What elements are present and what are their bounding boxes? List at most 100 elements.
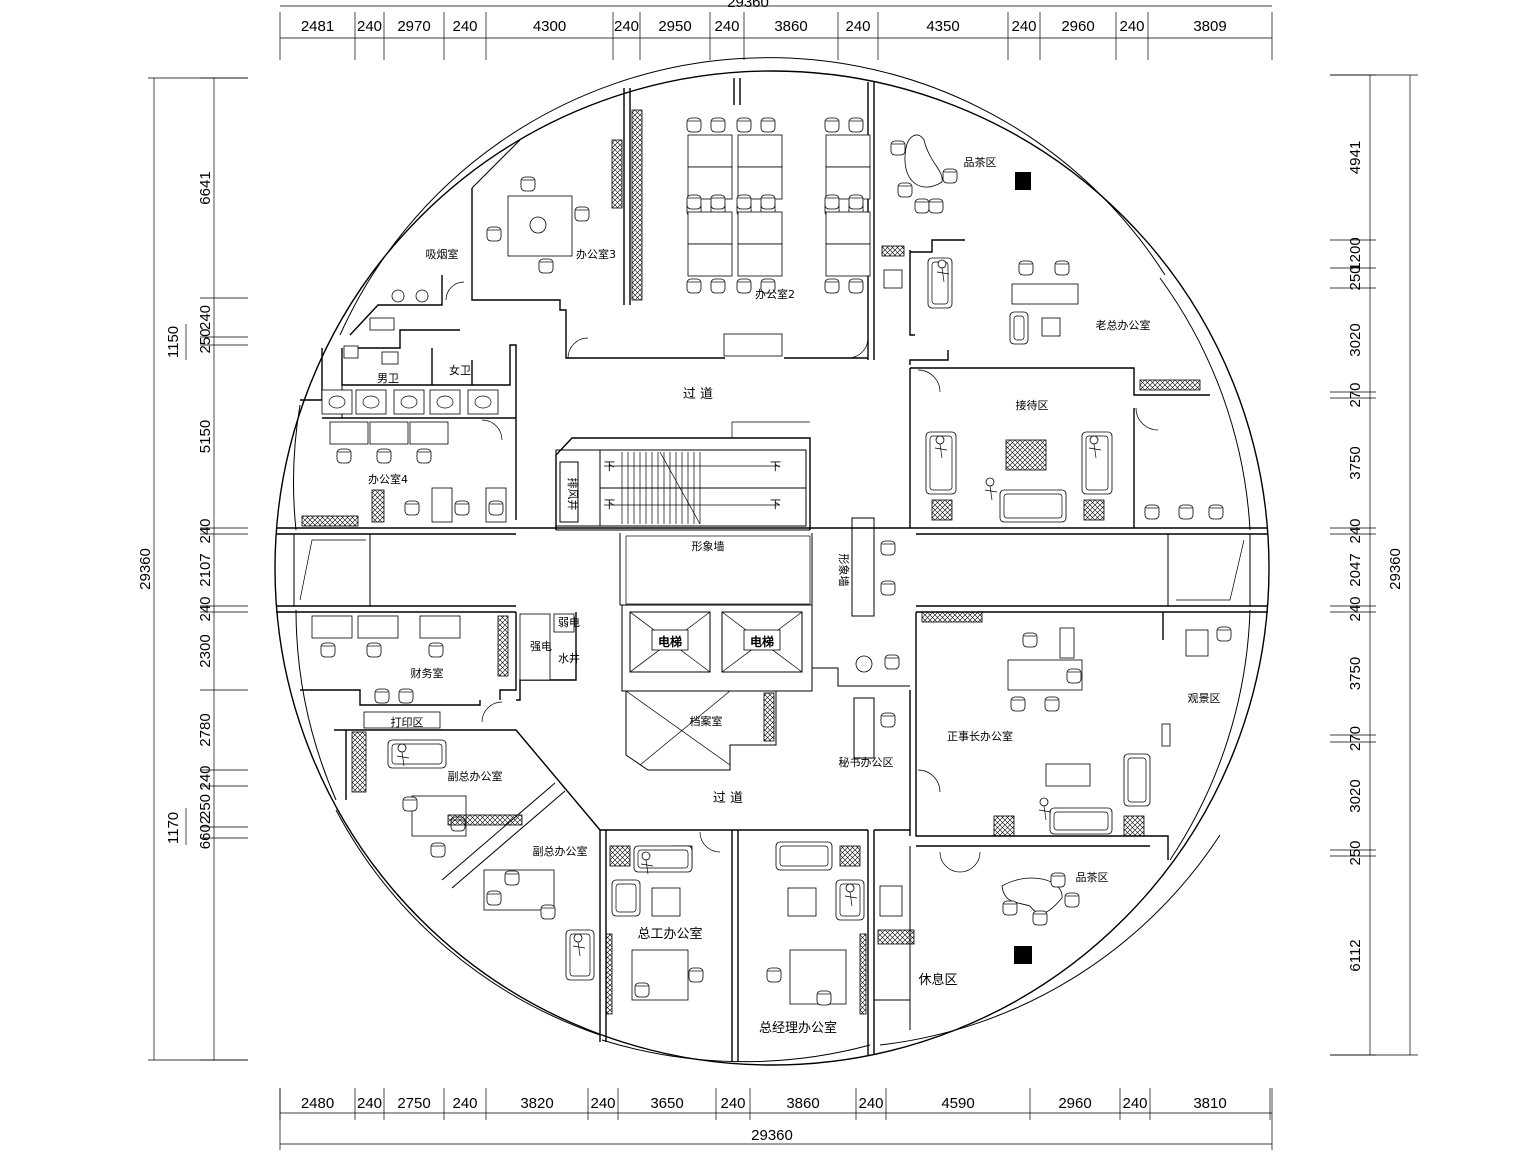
elevator-b-label: 电梯: [750, 634, 774, 649]
stair-up-label-1: 下: [604, 498, 615, 511]
toilet-stall-icon: [393, 389, 425, 415]
weak-power-label: 弱电: [558, 616, 580, 629]
right-dim-label: 3750: [1347, 446, 1364, 479]
chair-icon: [486, 226, 502, 242]
desk-icon: [357, 615, 399, 639]
desk-icon: [825, 211, 871, 245]
smoke-shaft-label: 排风井: [566, 478, 580, 511]
right-dim-label: 240: [1347, 596, 1364, 621]
chair-icon: [736, 117, 752, 133]
chair-icon: [928, 198, 944, 214]
chair-icon: [416, 448, 432, 464]
chair-icon: [1010, 696, 1026, 712]
cabinet-icon: [881, 245, 905, 257]
bottom-dim-label: 240: [357, 1095, 382, 1112]
desk-icon: [687, 243, 733, 277]
stair-down-label-1: 下: [604, 460, 615, 473]
chair-icon: [736, 278, 752, 294]
door-swing: [917, 369, 941, 393]
chair-icon: [1178, 504, 1194, 520]
archive-label: 档案室: [690, 714, 723, 728]
cabinet-icon: [301, 515, 359, 527]
vp-office-1-label: 副总办公室: [448, 769, 503, 783]
chair-icon: [634, 982, 650, 998]
chair-icon: [320, 642, 336, 658]
left-sub-dim-2: 1170: [165, 812, 182, 844]
chair-icon: [760, 117, 776, 133]
person-icon: [396, 743, 410, 767]
sofa-icon: [1049, 807, 1113, 835]
door-swing: [917, 769, 941, 793]
counter-icon: [369, 317, 395, 331]
strong-power-label: 强电: [530, 640, 552, 653]
chair-icon: [880, 540, 896, 556]
toilet-icon: [879, 885, 903, 917]
desk-icon: [311, 615, 353, 639]
bottom-dim-label: 2960: [1058, 1095, 1091, 1112]
cabinet-icon: [631, 109, 643, 301]
cabinet-icon: [921, 611, 983, 623]
chair-icon: [942, 168, 958, 184]
chair-icon: [504, 870, 520, 886]
rest-area-label: 休息区: [918, 972, 957, 988]
chair-icon: [1054, 260, 1070, 276]
sofa-icon: [611, 879, 641, 917]
door-swing: [481, 701, 503, 723]
sofa-icon: [835, 879, 865, 921]
cabinet-icon: [497, 615, 509, 677]
desk-icon: [553, 613, 575, 633]
chair-icon: [486, 890, 502, 906]
chief-engineer-office-label: 总工办公室: [637, 926, 702, 942]
cabinet-icon: [447, 814, 523, 826]
left-dim-label: 250: [197, 328, 214, 353]
column-icon: [1015, 172, 1031, 190]
door-swing: [445, 281, 465, 301]
sofa-icon: [1009, 311, 1029, 345]
left-dimension-chain: 29360 6641240250515024021072402300278024…: [137, 77, 248, 1061]
top-dim-label: 240: [845, 18, 870, 35]
corridor-top-label: 过 道: [683, 387, 713, 402]
person-icon: [1088, 435, 1102, 459]
left-dim-label: 2300: [197, 634, 214, 667]
left-dim-label: 240: [197, 765, 214, 790]
elevator-a-label: 电梯: [658, 634, 682, 649]
desk-icon: [329, 421, 369, 445]
right-dim-label: 4941: [1347, 141, 1364, 174]
cabinet-icon: [859, 933, 867, 1015]
door-swing: [1135, 407, 1159, 431]
cabinet-icon: [371, 489, 385, 523]
tea-table-icon: [651, 887, 681, 917]
round-table-icon: [529, 216, 547, 234]
chair-icon: [824, 194, 840, 210]
tea-table-icon: [787, 887, 817, 917]
bottom-dim-label: 3860: [786, 1095, 819, 1112]
desk-icon: [825, 243, 871, 277]
chair-icon: [880, 712, 896, 728]
room-labels: 品茶区 吸烟室 办公室3 办公室2 老总办公室 男卫 女卫 过 道 接待区 办公…: [368, 156, 1221, 1036]
right-overall-dim: 29360: [1387, 548, 1404, 590]
coffee-table-icon: [1045, 763, 1091, 787]
chair-icon: [710, 194, 726, 210]
sink-icon: [415, 289, 429, 303]
chair-icon: [540, 904, 556, 920]
desk-icon: [825, 134, 871, 168]
right-dim-label: 250: [1347, 840, 1364, 865]
chair-icon: [374, 688, 390, 704]
desk-icon: [687, 211, 733, 245]
person-icon: [640, 851, 654, 875]
water-dispenser-icon: [883, 269, 903, 289]
sink-icon: [391, 289, 405, 303]
chair-icon: [848, 117, 864, 133]
secretary-label: 秘书办公区: [839, 755, 894, 769]
print-area-label: 打印区: [391, 715, 424, 729]
vp-office-2-label: 副总办公室: [533, 844, 588, 858]
desk-icon: [1011, 283, 1079, 305]
left-sub-dim-1: 1150: [165, 326, 182, 358]
top-dim-label: 3860: [774, 18, 807, 35]
central-core: 排风井 下 下 下 下 形象墙 电梯 电梯 档案室 形象墙 秘书办公区: [555, 421, 910, 771]
top-dim-label: 2950: [658, 18, 691, 35]
top-dim-label: 2481: [301, 18, 334, 35]
chair-icon: [710, 117, 726, 133]
